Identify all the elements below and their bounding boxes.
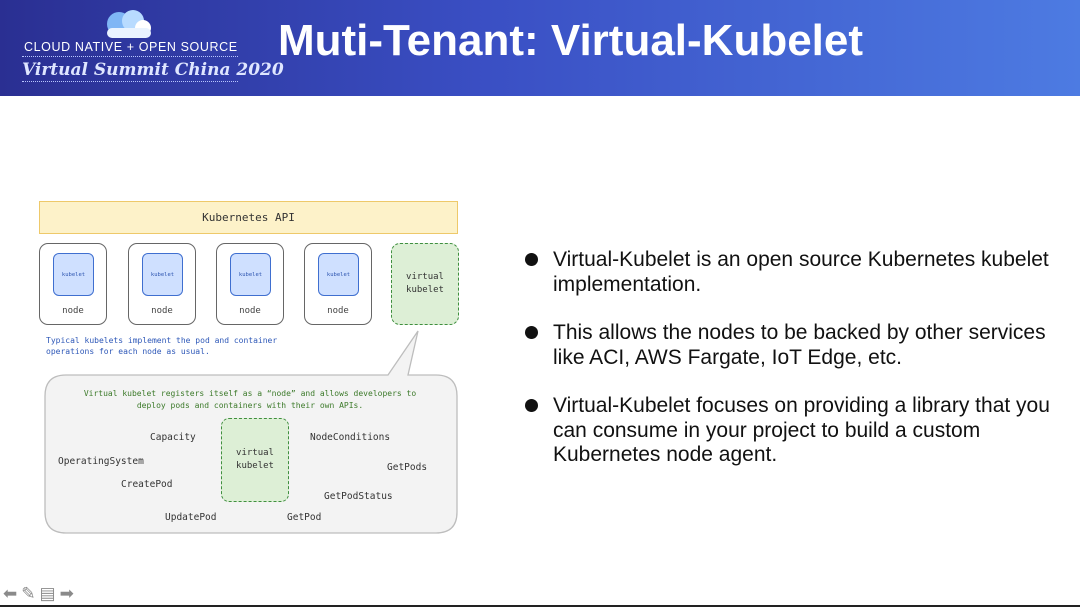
method-operating-system: OperatingSystem bbox=[58, 456, 144, 467]
logo-divider bbox=[22, 56, 238, 57]
node-box: kubelet node bbox=[39, 243, 107, 325]
cloud-logo-icon bbox=[107, 10, 151, 38]
virtual-kubelet-center: virtual kubelet bbox=[221, 418, 289, 502]
virtual-kubelet-label: virtual kubelet bbox=[406, 272, 444, 295]
node-box: kubelet node bbox=[216, 243, 284, 325]
slide-navigation: ⬅ ✎ ▤ ➡ bbox=[3, 585, 74, 602]
bullet-item: Virtual-Kubelet focuses on providing a l… bbox=[525, 394, 1065, 468]
bullet-text: Virtual-Kubelet is an open source Kubern… bbox=[553, 248, 1049, 296]
bullet-dot-icon bbox=[525, 326, 538, 339]
bullet-dot-icon bbox=[525, 253, 538, 266]
node-label: node bbox=[151, 306, 173, 316]
kubelet-box: kubelet bbox=[142, 253, 183, 296]
kubelet-box: kubelet bbox=[53, 253, 94, 296]
method-get-pod: GetPod bbox=[287, 512, 322, 523]
back-arrow-icon[interactable]: ⬅ bbox=[3, 584, 18, 603]
notes-icon[interactable]: ▤ bbox=[39, 584, 56, 603]
bottom-border bbox=[0, 605, 1080, 607]
kubelet-box: kubelet bbox=[230, 253, 271, 296]
pen-icon[interactable]: ✎ bbox=[21, 584, 36, 603]
bullet-item: Virtual-Kubelet is an open source Kubern… bbox=[525, 248, 1065, 297]
virtual-kubelet-center-label: virtual kubelet bbox=[236, 448, 274, 471]
logo-cloud-native-text: CLOUD NATIVE + OPEN SOURCE bbox=[24, 40, 238, 54]
method-create-pod: CreatePod bbox=[121, 479, 173, 490]
bullet-text: Virtual-Kubelet focuses on providing a l… bbox=[553, 394, 1050, 466]
slide-title: Muti-Tenant: Virtual-Kubelet bbox=[278, 16, 864, 65]
node-box: kubelet node bbox=[128, 243, 196, 325]
bullet-item: This allows the nodes to be backed by ot… bbox=[525, 321, 1065, 370]
forward-arrow-icon[interactable]: ➡ bbox=[59, 584, 74, 603]
typical-kubelets-note: Typical kubelets implement the pod and c… bbox=[46, 336, 278, 356]
slide-header: CLOUD NATIVE + OPEN SOURCE Virtual Summi… bbox=[0, 0, 1080, 96]
method-node-conditions: NodeConditions bbox=[310, 432, 391, 443]
kubelet-box: kubelet bbox=[318, 253, 359, 296]
node-label: node bbox=[62, 306, 84, 316]
node-box: kubelet node bbox=[304, 243, 372, 325]
virtual-kubelet-note: Virtual kubelet registers itself as a “n… bbox=[83, 389, 417, 410]
kubernetes-api-bar: Kubernetes API bbox=[39, 201, 458, 234]
method-capacity: Capacity bbox=[150, 432, 196, 443]
node-label: node bbox=[327, 306, 349, 316]
virtual-kubelet-node: virtual kubelet bbox=[391, 243, 459, 325]
logo-divider bbox=[22, 81, 238, 82]
logo-summit-text: Virtual Summit China 2020 bbox=[22, 60, 284, 80]
method-get-pod-status: GetPodStatus bbox=[324, 491, 393, 502]
bullet-dot-icon bbox=[525, 399, 538, 412]
bullet-text: This allows the nodes to be backed by ot… bbox=[553, 321, 1046, 369]
method-update-pod: UpdatePod bbox=[165, 512, 217, 523]
node-label: node bbox=[239, 306, 261, 316]
bullet-list: Virtual-Kubelet is an open source Kubern… bbox=[525, 248, 1065, 492]
method-get-pods: GetPods bbox=[387, 462, 428, 473]
